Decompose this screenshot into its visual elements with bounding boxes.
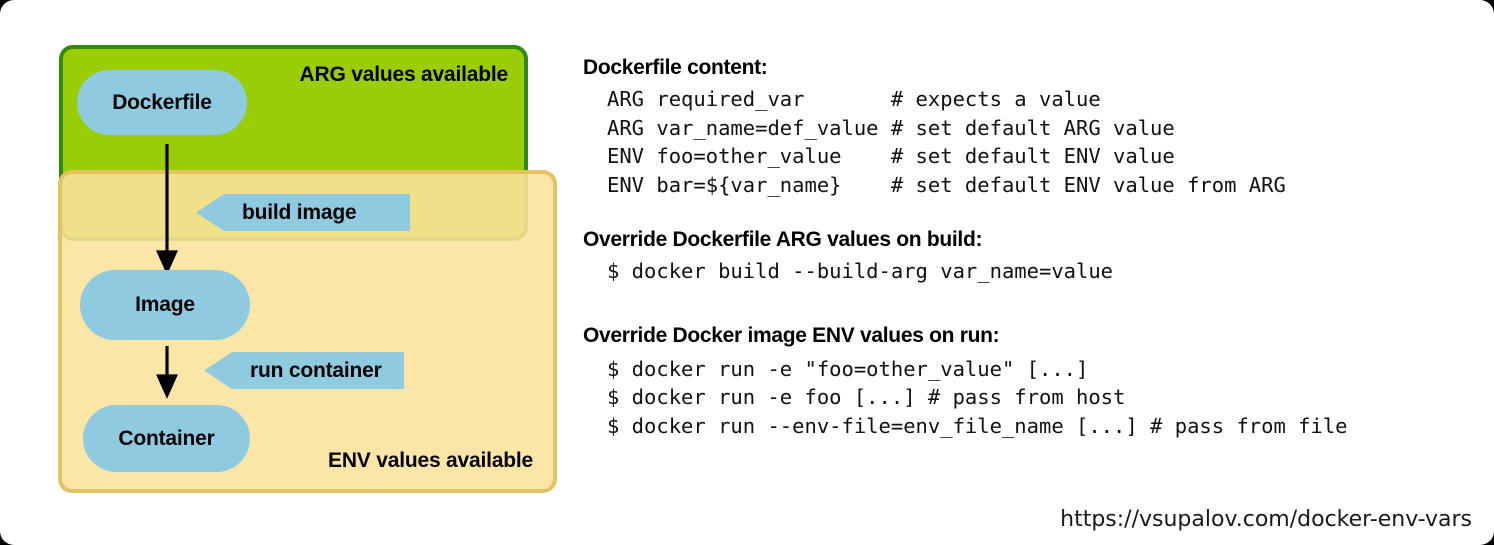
- build-section-heading: Override Dockerfile ARG values on build:: [583, 228, 983, 251]
- node-dockerfile: Dockerfile: [77, 70, 247, 135]
- run-code-block: $ docker run -e "foo=other_value" [...] …: [607, 356, 1348, 438]
- callout-build-image-label: build image: [242, 200, 357, 224]
- callout-run-container: run container: [204, 352, 404, 389]
- arg-scope-label: ARG values available: [299, 63, 509, 86]
- source-url: https://vsupalov.com/docker-env-vars: [1060, 507, 1472, 532]
- node-dockerfile-label: Dockerfile: [112, 90, 212, 114]
- left-arrow-banner-icon: [196, 194, 410, 231]
- docker-env-diagram: ARG values available ENV values availabl…: [0, 0, 580, 545]
- node-image: Image: [80, 270, 250, 340]
- node-container: Container: [83, 405, 250, 472]
- dockerfile-section-heading: Dockerfile content:: [583, 56, 768, 79]
- left-arrow-banner-icon: [204, 352, 404, 389]
- node-container-label: Container: [118, 426, 215, 450]
- env-scope-label: ENV values available: [328, 449, 533, 472]
- build-code-block: $ docker build --build-arg var_name=valu…: [607, 259, 1114, 283]
- callout-build-image: build image: [196, 194, 410, 231]
- explanation-column: Dockerfile content: ARG required_var # e…: [583, 56, 1483, 440]
- dockerfile-code-block: ARG required_var # expects a value ARG v…: [607, 87, 1286, 197]
- callout-run-container-label: run container: [250, 358, 382, 382]
- node-image-label: Image: [135, 293, 195, 316]
- run-section-heading: Override Docker image ENV values on run:: [583, 323, 1000, 347]
